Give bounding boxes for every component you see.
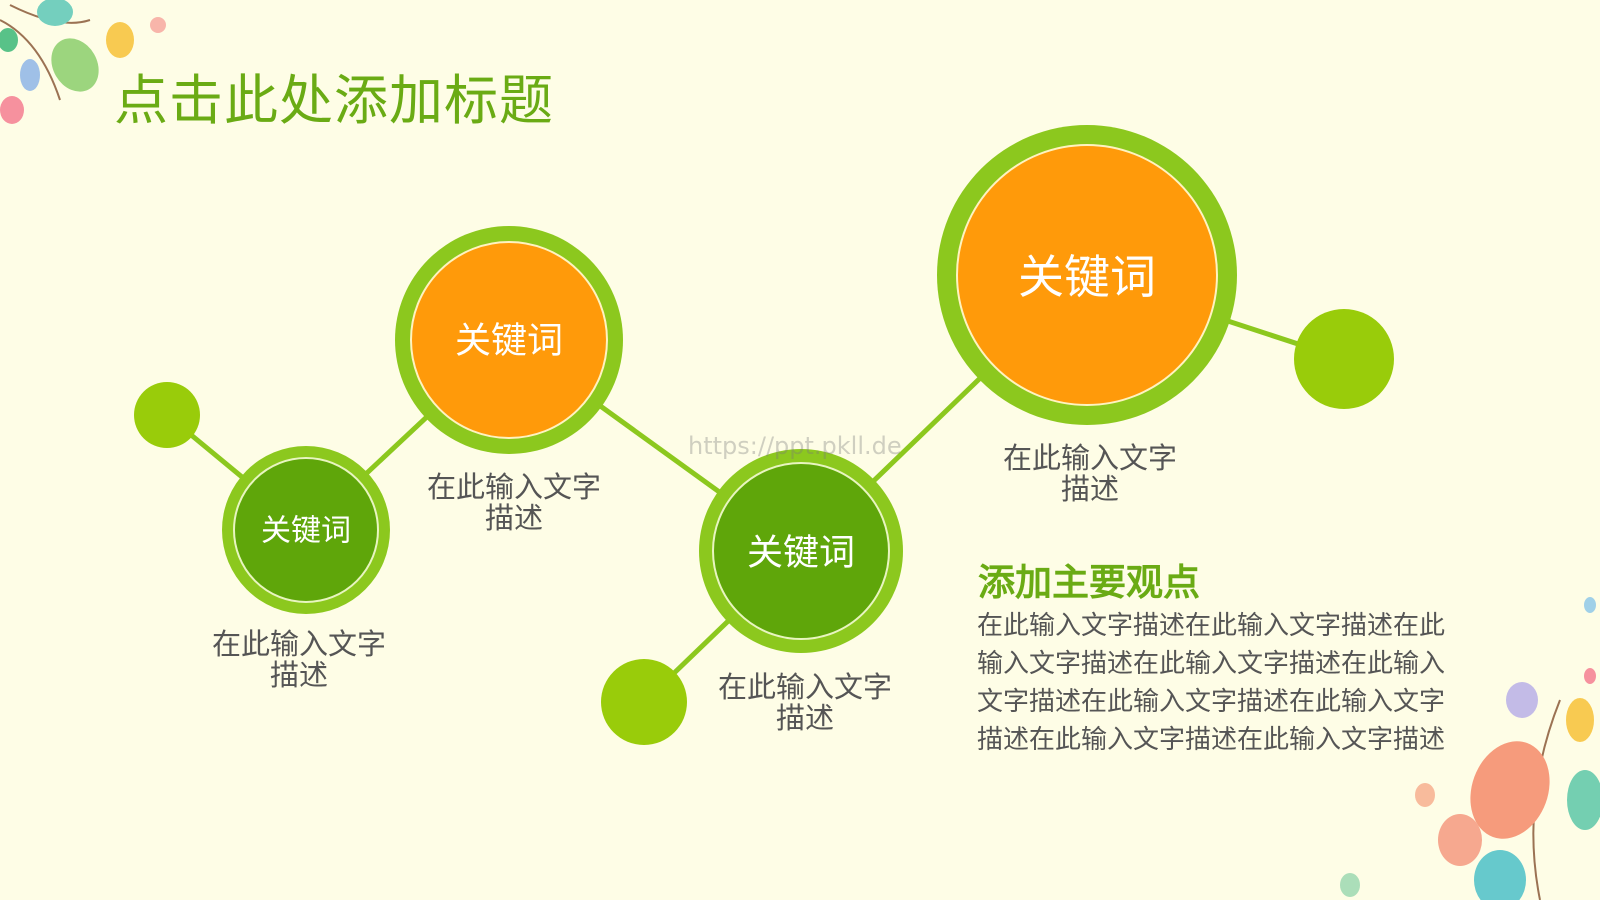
node-4[interactable]: 关键词 — [937, 125, 1237, 425]
description-line: 描述 — [269, 658, 328, 692]
node-keyword: 关键词 — [747, 533, 855, 574]
main-point-heading[interactable]: 添加主要观点 — [978, 561, 1200, 604]
description-line: 在此输入文字 — [717, 670, 892, 704]
node-3-description[interactable]: 在此输入文字 描述 — [685, 672, 925, 734]
page-title[interactable]: 点击此处添加标题 — [114, 69, 554, 132]
heart-decoration-bottom-right — [1340, 597, 1600, 900]
watermark: https://ppt.pkll.de — [688, 432, 902, 460]
node-keyword: 关键词 — [1018, 250, 1156, 304]
main-point-body[interactable]: 在此输入文字描述在此输入文字描述在此输入文字描述在此输入文字描述在此输入文字描述… — [977, 611, 1446, 755]
end-dot — [601, 659, 687, 745]
description-line: 描述 — [1060, 472, 1119, 506]
node-4-description[interactable]: 在此输入文字 描述 — [970, 443, 1210, 505]
description-line: 在此输入文字 — [426, 470, 601, 504]
node-keyword: 关键词 — [455, 321, 563, 362]
description-line: 在此输入文字 — [1002, 441, 1177, 475]
description-line: 描述 — [484, 501, 543, 535]
description-line: 描述 — [775, 701, 834, 735]
node-3[interactable]: 关键词 — [699, 449, 903, 653]
end-dot — [134, 382, 200, 448]
node-2[interactable]: 关键词 — [395, 226, 623, 454]
node-1[interactable]: 关键词 — [222, 446, 390, 614]
node-1-description[interactable]: 在此输入文字 描述 — [179, 629, 419, 691]
description-line: 在此输入文字 — [211, 627, 386, 661]
heart-decoration-top-left — [0, 0, 166, 124]
node-2-description[interactable]: 在此输入文字 描述 — [394, 472, 634, 534]
node-keyword: 关键词 — [261, 514, 351, 549]
end-dot — [1294, 309, 1394, 409]
